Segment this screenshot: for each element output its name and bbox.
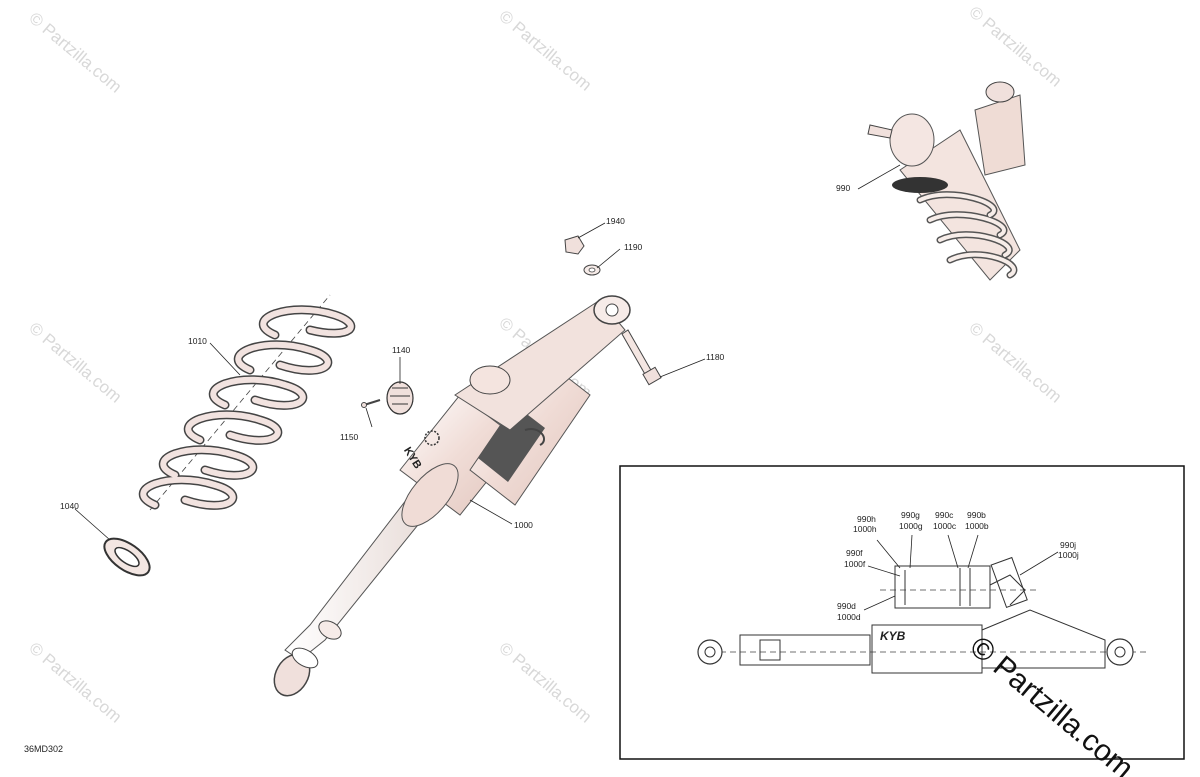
shock-assembly-990	[867, 81, 1026, 281]
washer-1190	[583, 264, 601, 276]
bolt-1180	[621, 329, 662, 386]
callouts: 1940 1190 1180 1140 1150 1010 1040 1000 …	[60, 183, 850, 530]
inset-callouts: 990h 1000h 990g 1000g 990c 1000c 990b 10…	[837, 510, 1079, 622]
spring-seat-1040	[103, 537, 151, 577]
watermark: © Partzilla.com	[25, 319, 125, 407]
callout-990f: 990f	[846, 548, 863, 558]
nut-1940	[564, 235, 585, 255]
callout-1000d: 1000d	[837, 612, 861, 622]
screw-1150	[361, 399, 381, 408]
callout-1940: 1940	[606, 216, 625, 226]
watermark: © Partzilla.com	[495, 7, 595, 95]
callout-1000b: 1000b	[965, 521, 989, 531]
callout-1000: 1000	[514, 520, 533, 530]
callout-990h: 990h	[857, 514, 876, 524]
callout-1190: 1190	[624, 242, 643, 252]
callout-1040: 1040	[60, 501, 79, 511]
callout-1180: 1180	[706, 352, 725, 362]
shock-absorber-1000: KYB	[273, 295, 631, 697]
callout-990b: 990b	[967, 510, 986, 520]
leaders	[74, 164, 901, 541]
callout-1000j: 1000j	[1058, 550, 1079, 560]
watermark: © Partzilla.com	[965, 319, 1065, 407]
watermark: © Partzilla.com	[25, 639, 125, 727]
callout-990d: 990d	[837, 601, 856, 611]
callout-1000c: 1000c	[933, 521, 957, 531]
adjuster-knob-1140	[386, 381, 414, 415]
callout-990: 990	[836, 183, 850, 193]
callout-1000h: 1000h	[853, 524, 877, 534]
callout-990g: 990g	[901, 510, 920, 520]
diagram-code: 36MD302	[24, 744, 63, 754]
callout-1140: 1140	[392, 345, 411, 355]
callout-990j: 990j	[1060, 540, 1076, 550]
callout-990c: 990c	[935, 510, 954, 520]
callout-1000f: 1000f	[844, 559, 866, 569]
watermark: © Partzilla.com	[495, 639, 595, 727]
inset-frame	[619, 465, 1185, 760]
spring-1010	[138, 294, 356, 511]
inset-detail: KYB 990h 1000h 990g 1000g 990c 1000c 990…	[619, 465, 1185, 777]
watermark: © Partzilla.com	[965, 3, 1065, 91]
callout-1150: 1150	[340, 432, 359, 442]
inset-brand-mark: KYB	[880, 629, 906, 643]
watermark: © Partzilla.com	[25, 9, 125, 97]
callout-1010: 1010	[188, 336, 207, 346]
callout-1000g: 1000g	[899, 521, 923, 531]
